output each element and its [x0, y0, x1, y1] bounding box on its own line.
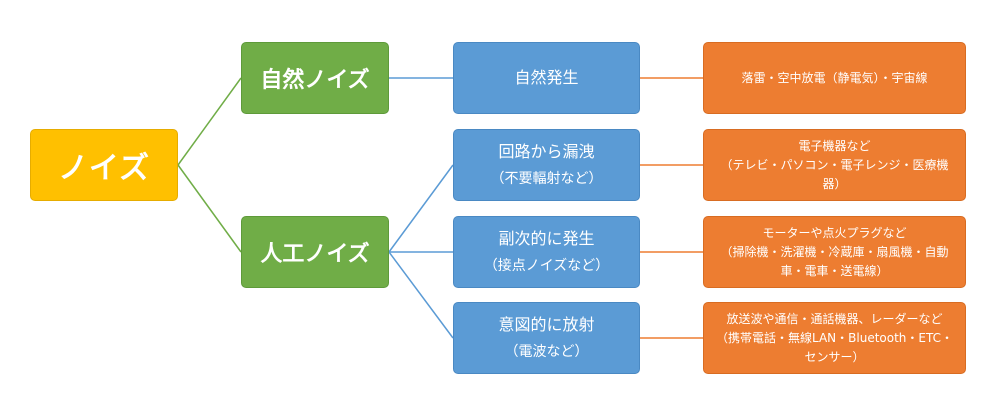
category-artificial-label: 人工ノイズ	[260, 242, 370, 267]
root-label: ノイズ	[57, 151, 151, 186]
example-circuit-note: （テレビ・パソコン・電子レンジ・医療機器）	[720, 158, 949, 191]
connector-root-natural	[177, 77, 242, 166]
source-circuit-leak: 回路から漏洩 （不要輻射など）	[453, 129, 640, 201]
example-secondary: モーターや点火プラグなど （掃除機・洗濯機・冷蔵庫・扇風機・自動車・電車・送電線…	[703, 216, 966, 288]
source-intentional-title: 意図的に放射	[498, 315, 595, 334]
example-intentional: 放送波や通信・通話機器、レーダーなど （携帯電話・無線LAN・Bluetooth…	[703, 302, 966, 374]
category-natural-noise: 自然ノイズ	[241, 42, 389, 114]
example-intentional-title: 放送波や通信・通話機器、レーダーなど	[726, 312, 943, 326]
root-node: ノイズ	[30, 129, 178, 201]
example-circuit-title: 電子機器など	[798, 139, 871, 153]
source-circuit-title: 回路から漏洩	[498, 142, 595, 161]
source-natural-title: 自然発生	[514, 68, 579, 87]
example-secondary-title: モーターや点火プラグなど	[762, 226, 907, 240]
example-intentional-note: （携帯電話・無線LAN・Bluetooth・ETC・センサー）	[716, 331, 953, 364]
connector-root-artificial	[177, 164, 242, 253]
source-intentional: 意図的に放射 （電波など）	[453, 302, 640, 374]
source-natural-occurrence: 自然発生	[453, 42, 640, 114]
example-circuit-leak: 電子機器など （テレビ・パソコン・電子レンジ・医療機器）	[703, 129, 966, 201]
category-natural-label: 自然ノイズ	[260, 68, 370, 93]
source-circuit-note: （不要輻射など）	[490, 171, 603, 187]
example-natural: 落雷・空中放電（静電気）・宇宙線	[703, 42, 966, 114]
category-artificial-noise: 人工ノイズ	[241, 216, 389, 288]
connector-artificial-circuit	[388, 164, 454, 253]
connector-artificial-intentional	[388, 251, 454, 339]
source-secondary: 副次的に発生 （接点ノイズなど）	[453, 216, 640, 288]
source-intentional-note: （電波など）	[504, 344, 589, 360]
source-secondary-note: （接点ノイズなど）	[483, 258, 610, 274]
example-natural-title: 落雷・空中放電（静電気）・宇宙線	[741, 71, 928, 85]
example-secondary-note: （掃除機・洗濯機・冷蔵庫・扇風機・自動車・電車・送電線）	[720, 245, 949, 278]
source-secondary-title: 副次的に発生	[498, 229, 595, 248]
